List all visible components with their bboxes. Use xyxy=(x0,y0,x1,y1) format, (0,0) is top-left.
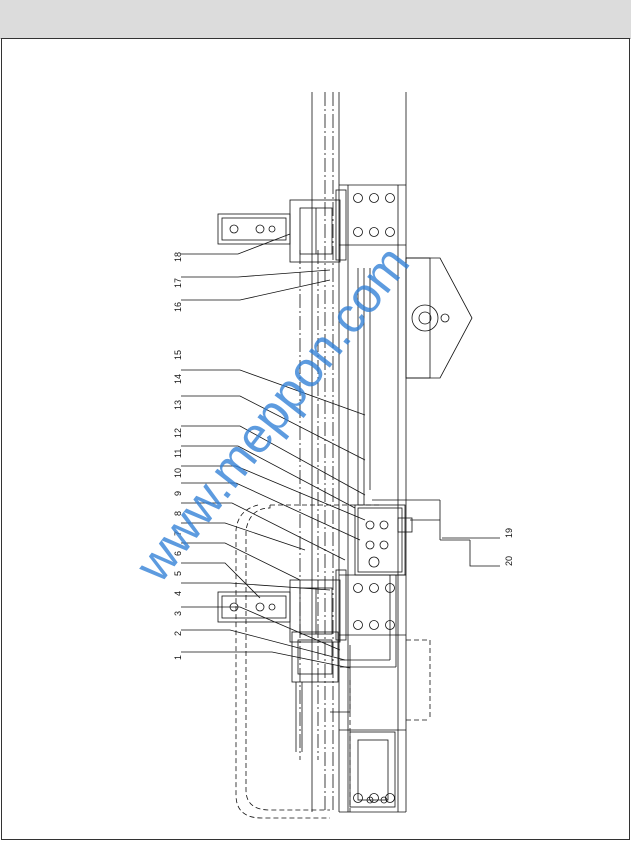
callout-5: 5 xyxy=(173,571,183,576)
callout-13: 13 xyxy=(173,400,183,410)
callout-16: 16 xyxy=(173,302,183,312)
callout-labels: 1 2 3 4 5 6 7 8 9 10 11 12 13 14 15 16 1… xyxy=(173,252,514,660)
callout-4: 4 xyxy=(173,591,183,596)
callout-20: 20 xyxy=(504,556,514,566)
callout-11: 11 xyxy=(173,449,183,458)
callout-1: 1 xyxy=(173,655,183,660)
callout-15: 15 xyxy=(173,350,183,360)
callout-17: 17 xyxy=(173,278,183,288)
callout-9: 9 xyxy=(173,491,183,496)
callout-6: 6 xyxy=(173,551,183,556)
callout-3: 3 xyxy=(173,611,183,616)
callout-7: 7 xyxy=(173,531,183,536)
callout-10: 10 xyxy=(173,468,183,478)
callout-19: 19 xyxy=(504,528,514,538)
callout-12: 12 xyxy=(173,428,183,438)
callout-8: 8 xyxy=(173,511,183,516)
callout-14: 14 xyxy=(173,374,183,384)
callout-18: 18 xyxy=(173,252,183,262)
drawing-frame xyxy=(1,38,630,840)
callout-2: 2 xyxy=(173,631,183,636)
